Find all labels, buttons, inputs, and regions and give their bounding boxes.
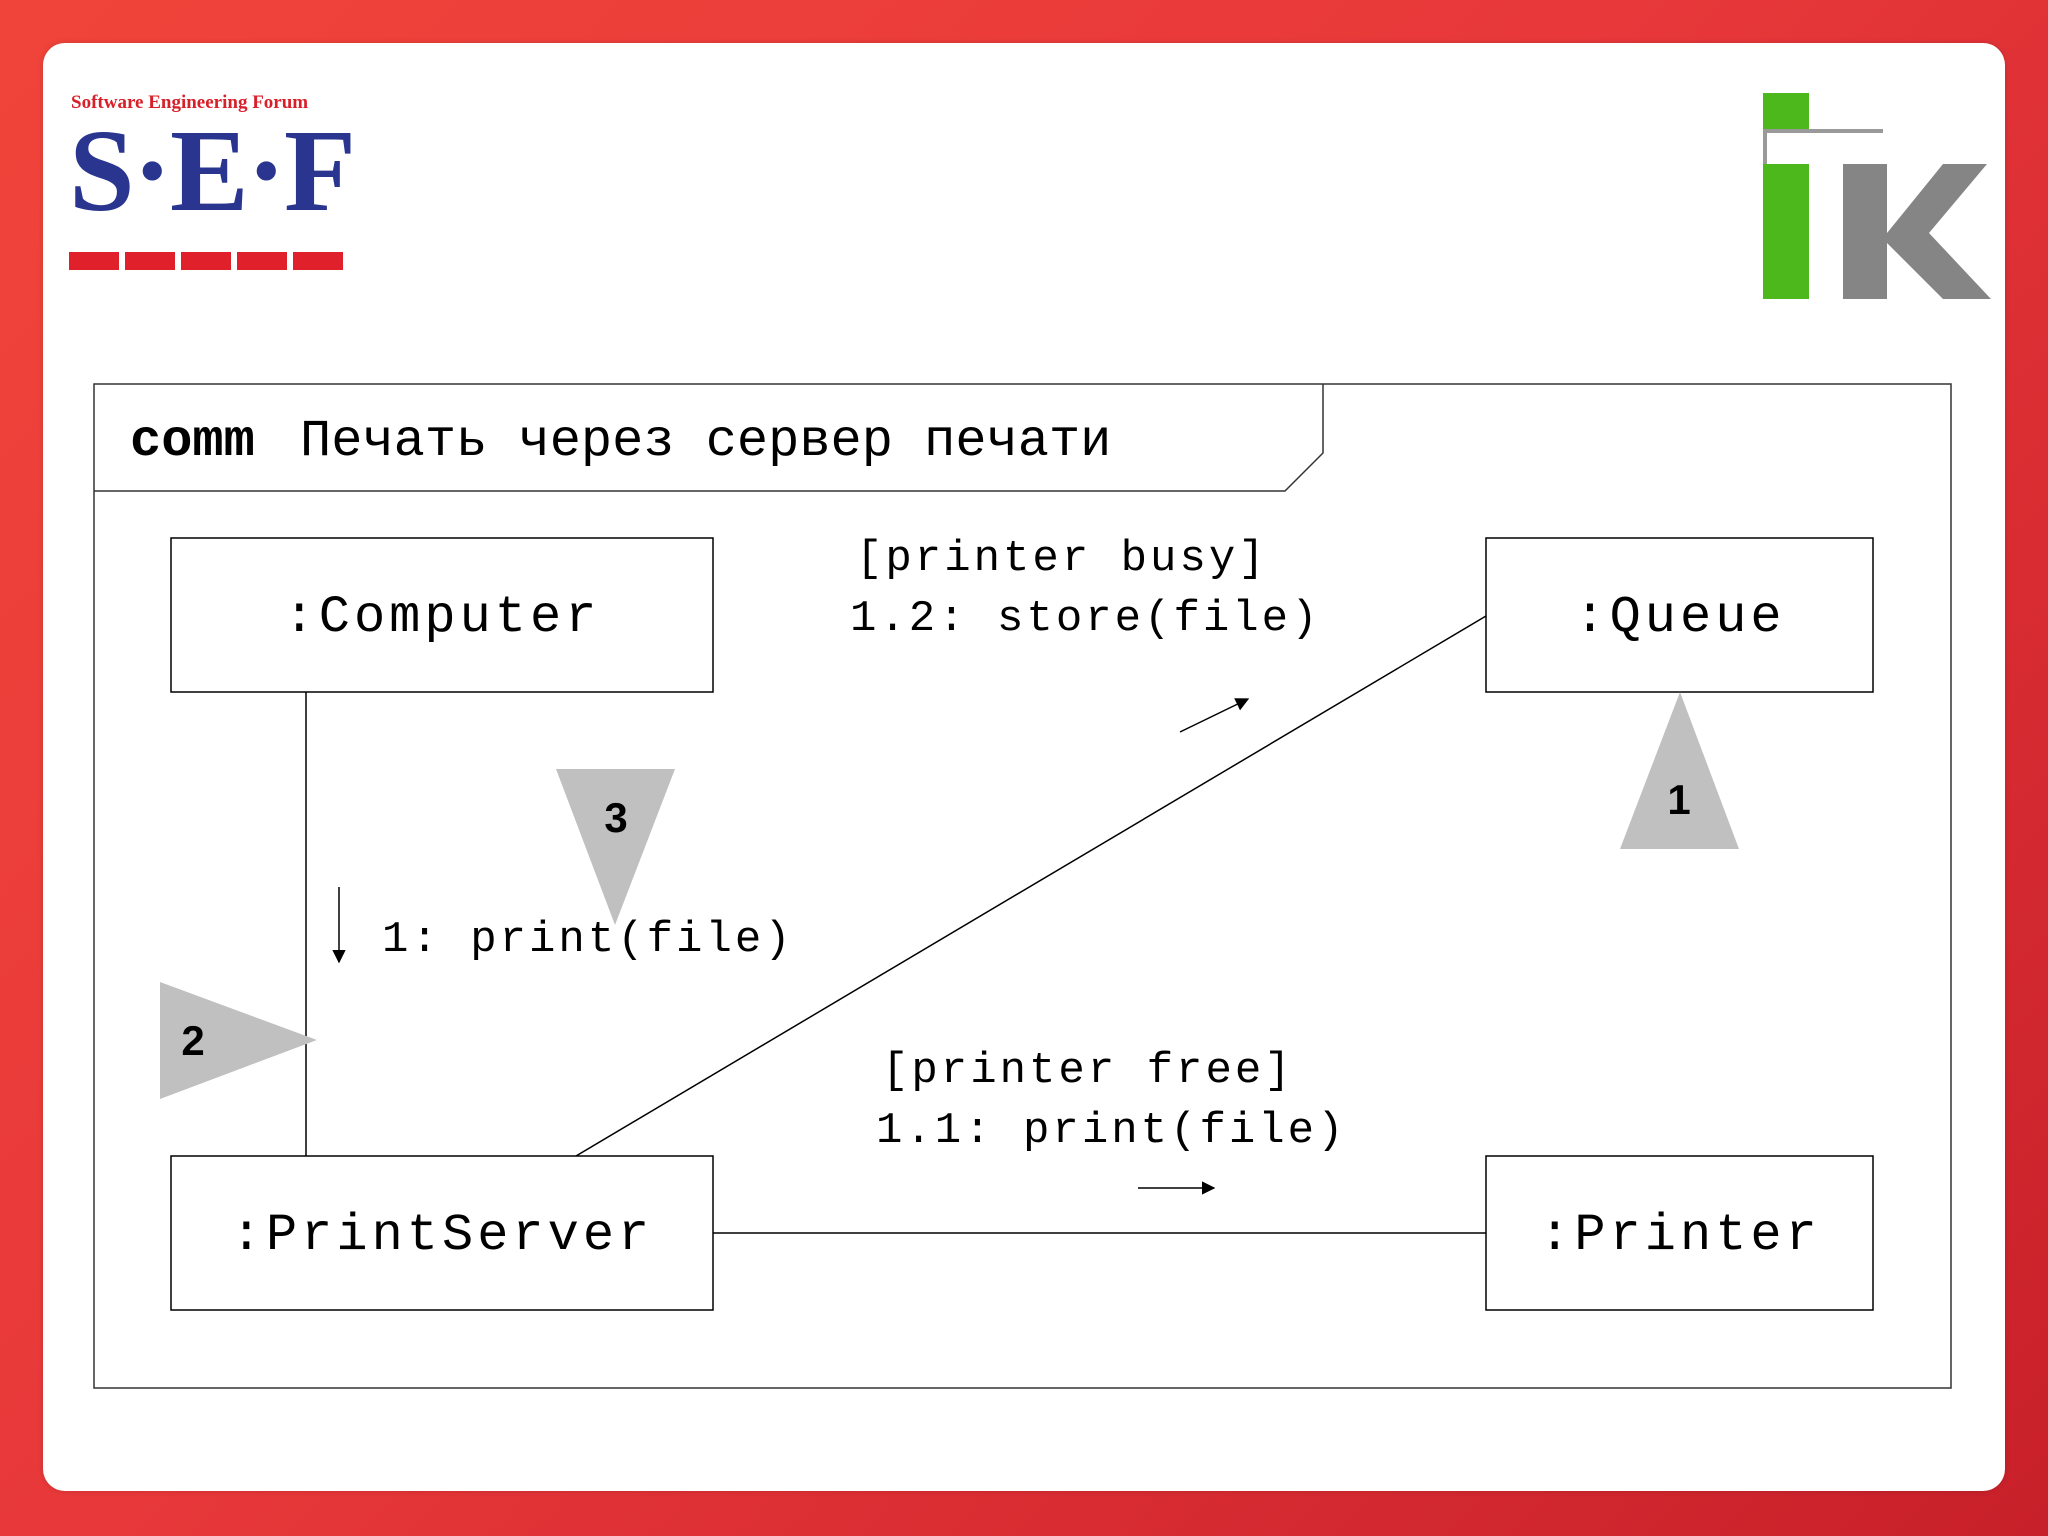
marker-2: 2 (160, 982, 317, 1099)
frame-keyword: comm (130, 412, 255, 471)
frame-title: comm Печать через сервер печати (130, 412, 1111, 471)
message-print: 1: print(file) (382, 915, 794, 965)
sef-logo: Software Engineering Forum S·E·F (69, 92, 356, 292)
object-computer-label: :Computer (284, 588, 601, 647)
marker-3-label: 3 (604, 794, 627, 841)
message-print-printer: 1.1: print(file) (876, 1106, 1346, 1156)
object-printer: :Printer (1485, 1155, 1874, 1311)
arrow-store (1179, 698, 1250, 733)
frame-border (93, 383, 1952, 1389)
object-printer-label: :Printer (1539, 1206, 1821, 1265)
object-queue: :Queue (1485, 537, 1874, 693)
object-printserver: :PrintServer (170, 1155, 714, 1311)
ik-logo (1763, 93, 1991, 299)
marker-1-label: 1 (1667, 776, 1690, 823)
message-print-guard: [printer free] (882, 1046, 1294, 1096)
frame-title-text: Печать через сервер печати (300, 412, 1111, 471)
marker-3: 3 (556, 769, 675, 925)
marker-2-label: 2 (181, 1017, 204, 1064)
sef-logo-caption: Software Engineering Forum (71, 92, 309, 113)
object-printserver-label: :PrintServer (231, 1206, 653, 1265)
frame-title-tab (94, 384, 1324, 492)
marker-1: 1 (1620, 692, 1739, 849)
sef-logo-bars (69, 252, 343, 270)
link-printserver-queue (575, 615, 1487, 1157)
message-store-guard: [printer busy] (856, 534, 1268, 584)
sef-logo-wordmark: S·E·F (69, 105, 356, 236)
object-queue-label: :Queue (1574, 588, 1785, 647)
object-computer: :Computer (170, 537, 714, 693)
message-store: 1.2: store(file) (850, 594, 1320, 644)
